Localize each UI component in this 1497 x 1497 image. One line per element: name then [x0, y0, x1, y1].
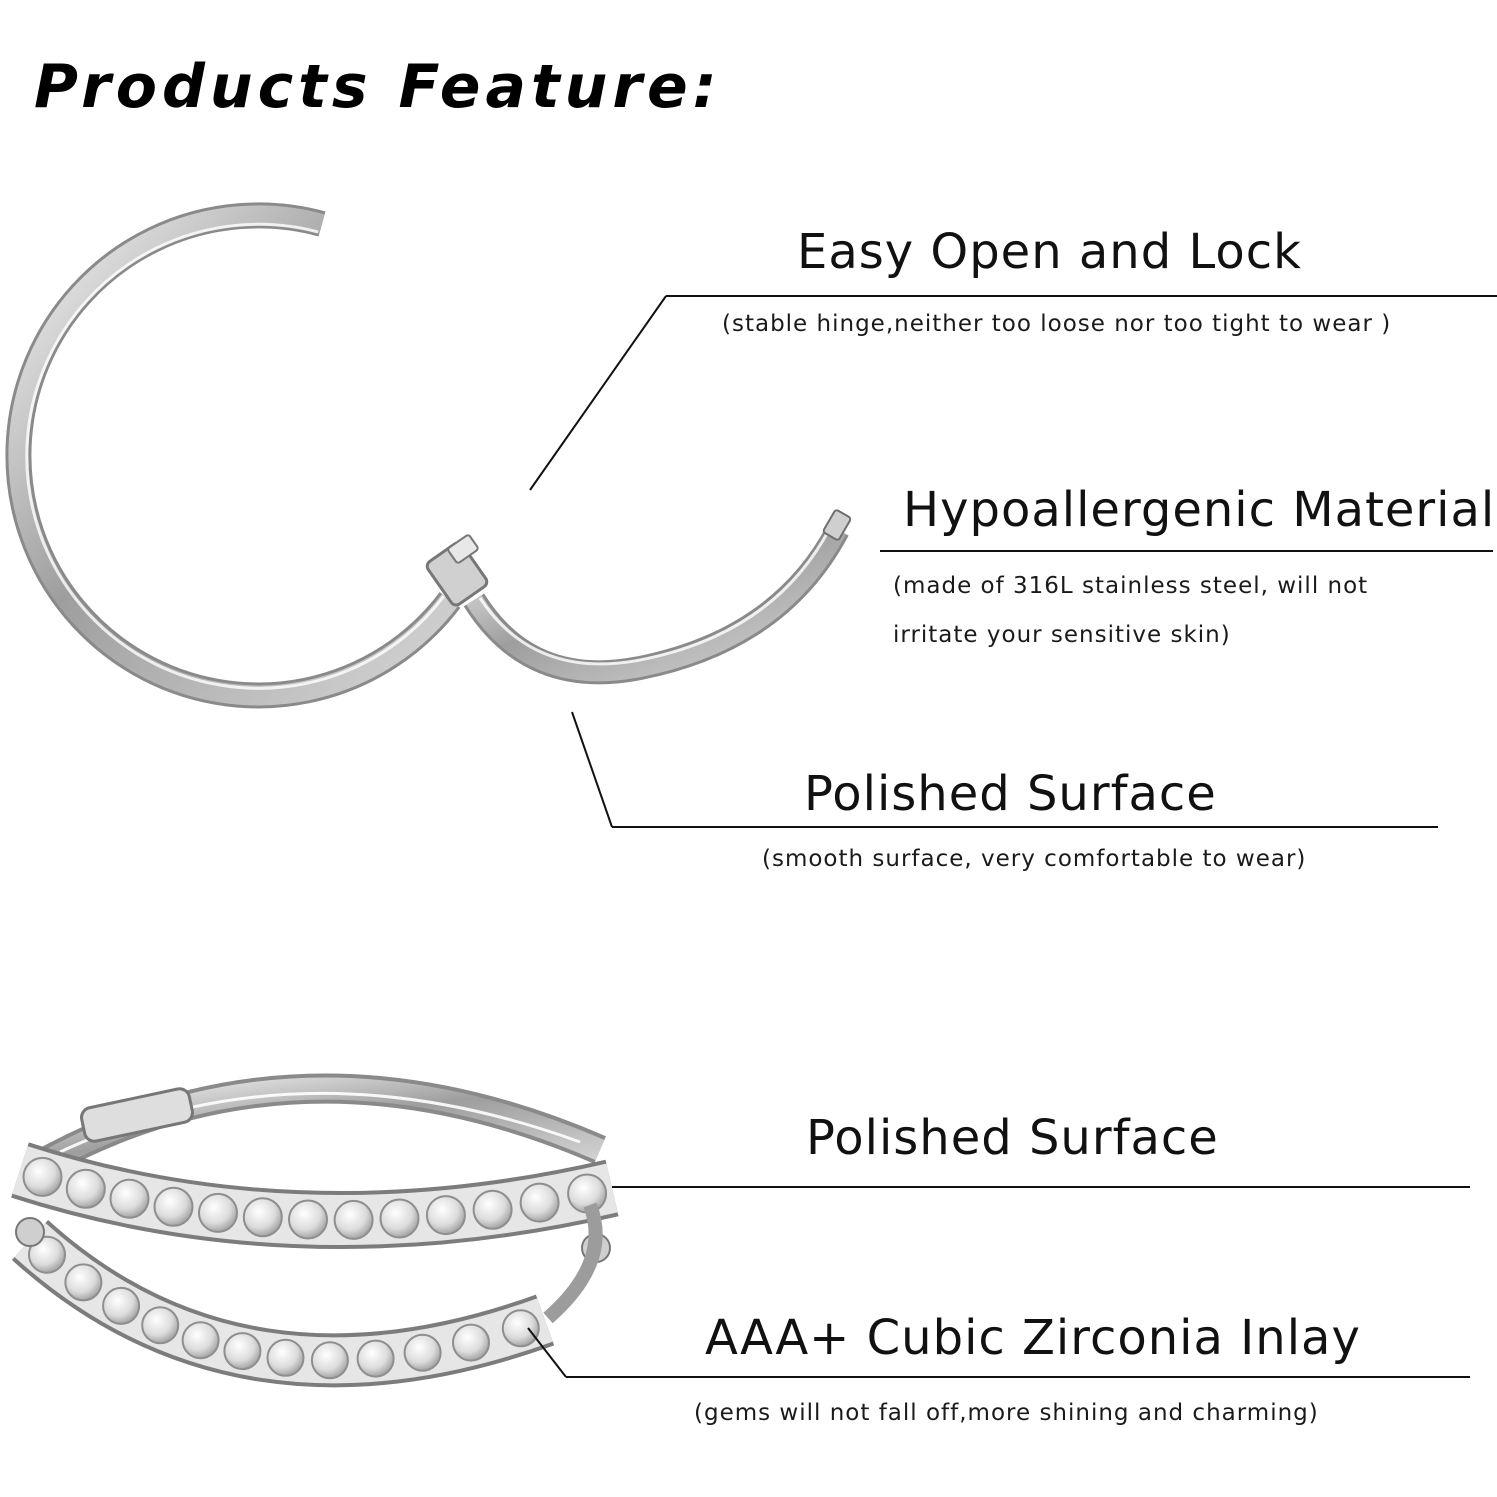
gem-stone	[102, 1286, 141, 1325]
gem-stone	[266, 1338, 305, 1377]
gem-stone	[501, 1309, 540, 1348]
page-title: Products Feature:	[34, 52, 722, 122]
gem-row-upper	[22, 1156, 608, 1240]
feature-heading-easy-open: Easy Open and Lock	[797, 224, 1302, 280]
gem-stone	[153, 1186, 194, 1227]
feature-desc-cubic-zirconia: (gems will not fall off,more shining and…	[694, 1400, 1319, 1426]
feature-desc-hypoallergenic-line2: irritate your sensitive skin)	[893, 622, 1231, 648]
gem-stone	[356, 1339, 395, 1378]
gem-stone	[28, 1235, 66, 1274]
gem-stone	[65, 1168, 106, 1209]
gem-stone	[242, 1197, 283, 1238]
double-hoop-ring-image	[11, 1073, 619, 1388]
gem-stone	[64, 1263, 103, 1302]
gem-stone	[333, 1199, 374, 1240]
feature-desc-hypoallergenic-line1: (made of 316L stainless steel, will not	[893, 573, 1369, 599]
gem-stone	[141, 1306, 180, 1345]
gem-row-lower	[28, 1235, 540, 1380]
gem-stone	[403, 1333, 442, 1372]
leader-line-easy-open	[529, 295, 1497, 491]
feature-desc-easy-open: (stable hinge,neither too loose nor too …	[722, 311, 1392, 337]
hinge-icon	[425, 534, 489, 607]
gem-stone	[379, 1198, 420, 1239]
gem-stone	[519, 1182, 560, 1223]
gem-stone	[452, 1323, 490, 1362]
leader-line-polished-surface	[571, 711, 1438, 828]
gem-stone	[181, 1321, 220, 1360]
gem-stone	[22, 1156, 63, 1197]
leader-line-cubic-zirconia	[527, 1327, 1470, 1378]
feature-desc-polished-surface: (smooth surface, very comfortable to wea…	[762, 846, 1307, 872]
open-hoop-ring-image	[5, 202, 852, 709]
gem-stone	[223, 1332, 262, 1371]
gem-stone	[472, 1189, 513, 1230]
gem-stone	[288, 1199, 328, 1240]
clip-icon	[80, 1087, 194, 1143]
feature-heading-hypoallergenic: Hypoallergenic Material	[903, 482, 1496, 538]
gem-stone	[425, 1195, 466, 1236]
gem-stone	[198, 1192, 238, 1233]
feature-heading-cubic-zirconia: AAA+ Cubic Zirconia Inlay	[705, 1310, 1361, 1366]
gem-stone	[109, 1178, 150, 1219]
feature-heading-polished-surface: Polished Surface	[804, 766, 1217, 822]
gem-stone	[310, 1341, 349, 1380]
feature-heading-polished-surface-2: Polished Surface	[806, 1110, 1219, 1166]
